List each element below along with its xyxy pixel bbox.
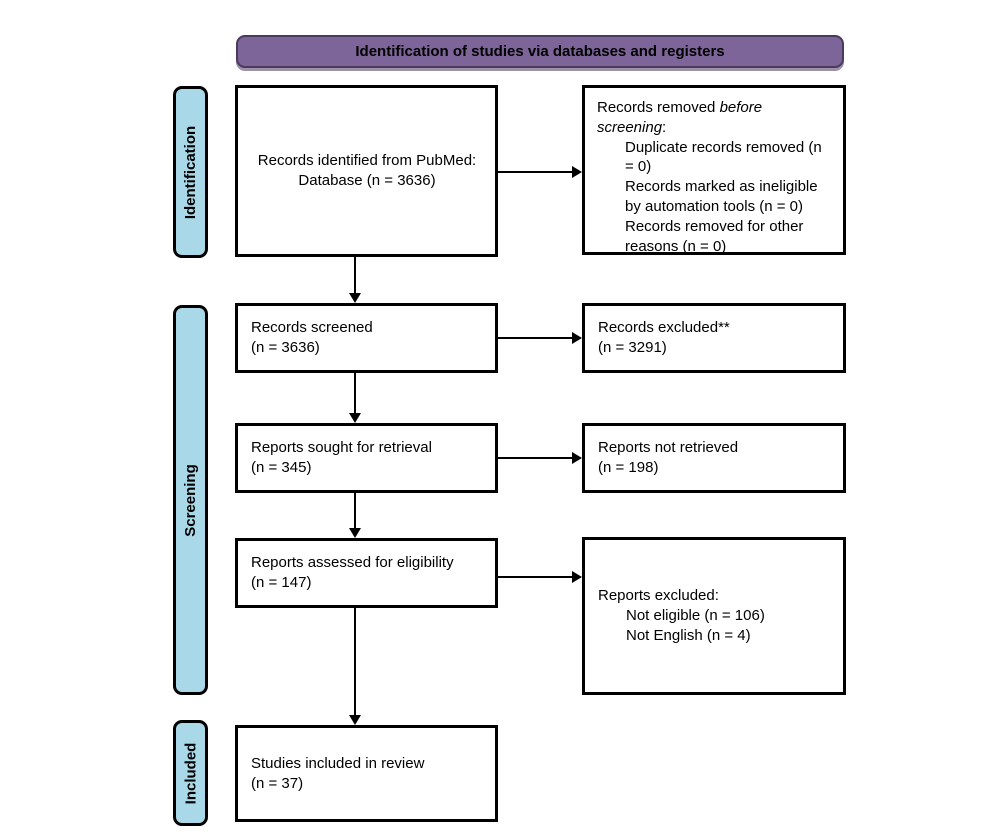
reports-not-retrieved-line1: Reports not retrieved <box>598 439 739 457</box>
stage-screening: Screening <box>173 305 208 695</box>
stage-identification-label: Identification <box>182 125 199 219</box>
studies-included-line2: (n = 37) <box>251 774 304 792</box>
studies-included-line1: Studies included in review <box>251 754 425 772</box>
diagram-title: Identification of studies via databases … <box>355 43 725 60</box>
records-removed-intro: Records removed before screening: <box>597 99 763 136</box>
stage-included-label: Included <box>182 742 200 804</box>
reports-assessed-line2: (n = 147) <box>251 574 312 591</box>
records-screened-line2: (n = 3636) <box>251 339 320 356</box>
records-identified-line1: Records identified from PubMed: <box>257 152 477 170</box>
records-removed-item: Duplicate records removed (n = 0) <box>625 138 822 176</box>
box-records-removed: Records removed before screening: Duplic… <box>582 85 846 255</box>
arrow-screened-to-excluded <box>498 331 582 345</box>
reports-sought-line1: Reports sought for retrieval <box>251 439 432 457</box>
records-screened-line1: Records screened <box>251 319 373 337</box>
box-reports-excluded: Reports excluded: Not eligible (n = 106)… <box>582 537 846 695</box>
arrow-sought-to-not-retrieved <box>498 451 582 465</box>
arrow-sought-to-assessed <box>348 493 362 538</box>
diagram-title-banner: Identification of studies via databases … <box>236 35 844 68</box>
arrow-screened-to-sought <box>348 373 362 423</box>
arrow-assessed-to-included <box>348 608 362 725</box>
box-studies-included: Studies included in review (n = 37) <box>235 725 498 822</box>
reports-excluded-intro: Reports excluded: <box>598 587 719 605</box>
reports-excluded-item: Not English (n = 4) <box>626 626 751 644</box>
box-reports-not-retrieved: Reports not retrieved (n = 198) <box>582 423 846 493</box>
arrow-assessed-to-reports-excluded <box>498 570 582 584</box>
box-records-identified: Records identified from PubMed: Database… <box>235 85 498 257</box>
box-reports-sought: Reports sought for retrieval (n = 345) <box>235 423 498 493</box>
records-excluded-line1: Records excluded** <box>598 319 730 337</box>
box-reports-assessed: Reports assessed for eligibility (n = 14… <box>235 538 498 608</box>
records-excluded-line2: (n = 3291) <box>598 339 667 356</box>
reports-excluded-item: Not eligible (n = 106) <box>626 607 765 625</box>
records-removed-item: Records marked as ineligible by automati… <box>625 178 818 215</box>
stage-identification: Identification <box>173 86 208 258</box>
reports-sought-line2: (n = 345) <box>251 459 312 476</box>
arrow-identified-to-screened <box>348 257 362 303</box>
records-removed-item: Records removed for other reasons (n = 0… <box>625 217 804 255</box>
box-records-excluded: Records excluded** (n = 3291) <box>582 303 846 373</box>
arrow-identified-to-removed <box>498 165 582 179</box>
records-identified-line2: Database (n = 3636) <box>298 172 436 189</box>
box-records-screened: Records screened (n = 3636) <box>235 303 498 373</box>
reports-assessed-line1: Reports assessed for eligibility <box>251 554 454 572</box>
stage-included: Included <box>173 720 208 826</box>
stage-screening-label: Screening <box>182 463 199 537</box>
reports-not-retrieved-line2: (n = 198) <box>598 459 659 476</box>
